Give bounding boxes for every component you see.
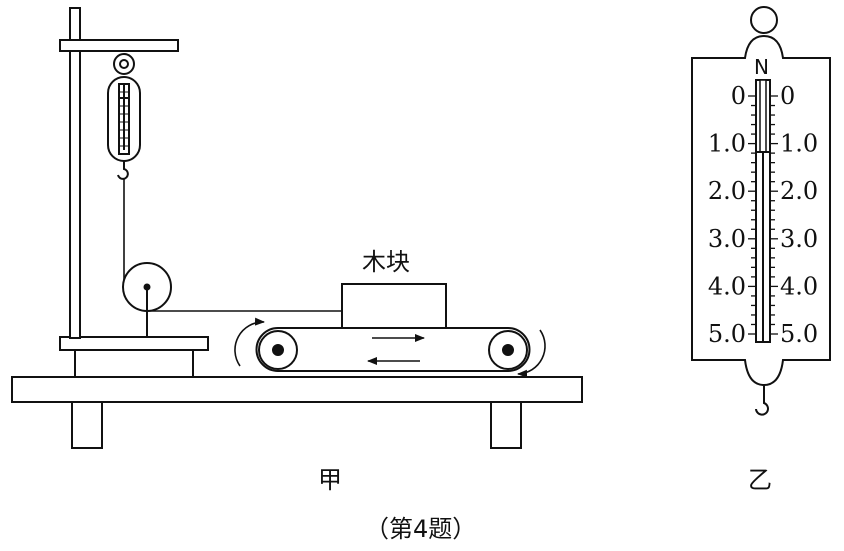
tick-label-left: 4.0: [708, 272, 746, 300]
table-top: [11, 376, 583, 403]
rotation-arrow-left: [234, 317, 265, 367]
scale-indicator: [759, 79, 767, 153]
stand-pole: [69, 7, 81, 339]
tick-label-right: 1.0: [780, 130, 818, 158]
spring-scale-yi: [691, 6, 831, 416]
tick-label-left: 0: [731, 82, 746, 110]
unit-label: N: [754, 55, 769, 79]
stand-crossbar: [59, 39, 179, 52]
table-leg-left: [71, 401, 103, 449]
apparatus-jia: [11, 7, 583, 449]
wooden-block: [341, 283, 447, 329]
scale-top-ring: [750, 6, 778, 34]
tick-label-left: 2.0: [708, 177, 746, 205]
tick-label-right: 4.0: [780, 272, 818, 300]
stand-base: [59, 336, 209, 351]
stand-base-block: [74, 349, 194, 378]
tick-label-right: 0: [780, 82, 795, 110]
conveyor-belt: [255, 327, 531, 372]
hanging-spring-scale: [107, 53, 141, 180]
scale-hook: [755, 385, 769, 416]
tick-label-left: 3.0: [708, 225, 746, 253]
tick-label-right: 3.0: [780, 225, 818, 253]
tick-label-right: 2.0: [780, 177, 818, 205]
tick-label-left: 1.0: [708, 130, 746, 158]
rotation-arrow-right: [517, 329, 546, 378]
caption-jia: 甲: [318, 466, 342, 494]
tick-label-right: 5.0: [780, 320, 818, 348]
tick-label-left: 5.0: [708, 320, 746, 348]
scale-ticks: [748, 95, 778, 335]
caption-yi: 乙: [748, 466, 772, 494]
table-leg-right: [490, 401, 522, 449]
figure-caption: （第4题）: [365, 515, 476, 543]
block-label: 木块: [362, 248, 410, 276]
